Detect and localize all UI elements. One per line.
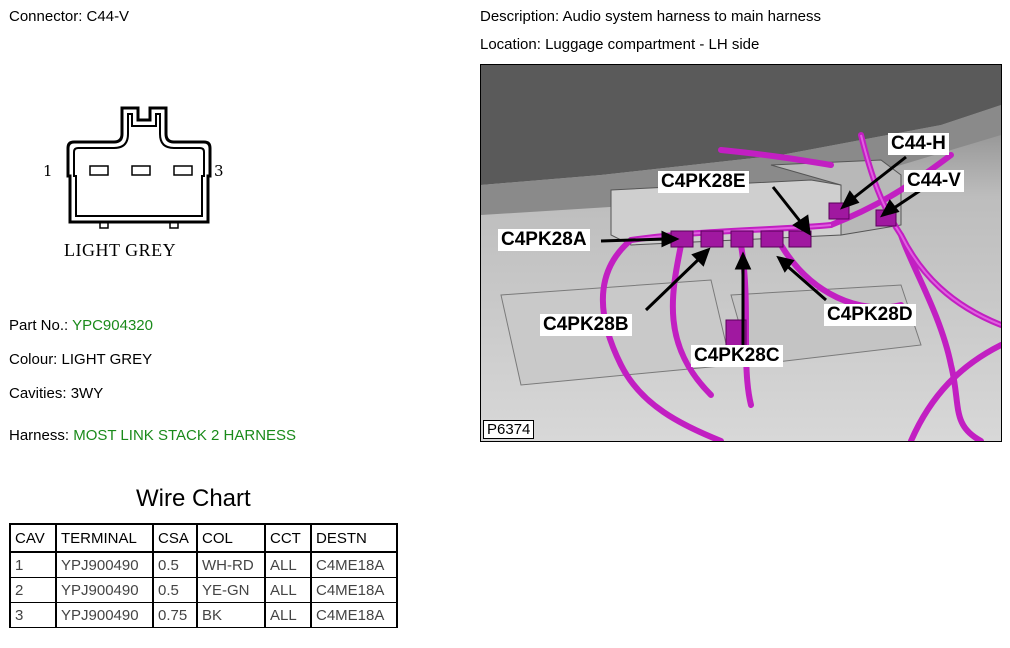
header-csa: CSA — [152, 523, 198, 553]
location-illustration — [481, 65, 1001, 441]
figure-id: P6374 — [483, 420, 535, 439]
location-value: Luggage compartment - LH side — [545, 36, 760, 53]
cell-cav: 1 — [9, 551, 57, 578]
description-line: Description: Audio system harness to mai… — [480, 8, 821, 25]
cell-destn: C4ME18A — [310, 551, 398, 578]
table-row: 2 YPJ900490 0.5 YE-GN ALL C4ME18A — [9, 577, 398, 603]
connector-line: Connector: C44-V — [9, 8, 129, 25]
cell-col: BK — [196, 602, 266, 628]
table-row: 1 YPJ900490 0.5 WH-RD ALL C4ME18A — [9, 551, 398, 578]
header-cav: CAV — [9, 523, 57, 553]
cell-csa: 0.5 — [152, 551, 198, 578]
cell-terminal: YPJ900490 — [55, 551, 154, 578]
cell-terminal: YPJ900490 — [55, 577, 154, 603]
callout-c44-v: C44-V — [904, 170, 964, 192]
cell-cct: ALL — [264, 602, 312, 628]
table-row: 3 YPJ900490 0.75 BK ALL C4ME18A — [9, 602, 398, 628]
callout-c4pk28a: C4PK28A — [498, 229, 590, 251]
header-col: COL — [196, 523, 266, 553]
connector-value: C44-V — [86, 8, 130, 25]
cell-cav: 2 — [9, 577, 57, 603]
cell-destn: C4ME18A — [310, 602, 398, 628]
location-photo: C44-H C44-V C4PK28E C4PK28A C4PK28B C4PK… — [480, 64, 1002, 442]
colour-line: Colour: LIGHT GREY — [9, 351, 152, 368]
pin-3-label: 3 — [214, 162, 224, 180]
connector-face-diagram — [66, 106, 212, 229]
callout-c4pk28b: C4PK28B — [540, 314, 632, 336]
cell-destn: C4ME18A — [310, 577, 398, 603]
callout-c4pk28d: C4PK28D — [824, 304, 916, 326]
header-cct: CCT — [264, 523, 312, 553]
part-no-link[interactable]: YPC904320 — [72, 317, 153, 334]
wire-chart-table: CAV TERMINAL CSA COL CCT DESTN 1 YPJ9004… — [9, 523, 398, 628]
description-label: Description: — [480, 8, 560, 25]
wire-chart-header-row: CAV TERMINAL CSA COL CCT DESTN — [9, 523, 398, 553]
cavities-label: Cavities: — [9, 385, 67, 402]
header-terminal: TERMINAL — [55, 523, 154, 553]
cavities-value: 3WY — [70, 385, 104, 402]
colour-label: Colour: — [9, 351, 58, 368]
callout-c4pk28e: C4PK28E — [658, 171, 749, 193]
callout-c44-h: C44-H — [888, 133, 949, 155]
cell-csa: 0.75 — [152, 602, 198, 628]
connector-label: Connector: — [9, 8, 83, 25]
cell-cct: ALL — [264, 551, 312, 578]
header-destn: DESTN — [310, 523, 398, 553]
part-no-line: Part No.: YPC904320 — [9, 317, 153, 334]
pin-1-label: 1 — [43, 162, 53, 180]
cell-terminal: YPJ900490 — [55, 602, 154, 628]
diagram-colour-label: LIGHT GREY — [64, 240, 177, 260]
cavities-line: Cavities: 3WY — [9, 385, 103, 402]
colour-value: LIGHT GREY — [61, 351, 153, 368]
cell-cct: ALL — [264, 577, 312, 603]
callout-c4pk28c: C4PK28C — [691, 345, 783, 367]
location-label: Location: — [480, 36, 541, 53]
description-value: Audio system harness to main harness — [562, 8, 822, 25]
harness-link[interactable]: MOST LINK STACK 2 HARNESS — [73, 427, 297, 444]
harness-line: Harness: MOST LINK STACK 2 HARNESS — [9, 427, 296, 444]
location-line: Location: Luggage compartment - LH side — [480, 36, 759, 53]
wire-chart-title: Wire Chart — [136, 485, 251, 512]
part-no-label: Part No.: — [9, 317, 69, 334]
cell-col: YE-GN — [196, 577, 266, 603]
harness-label: Harness: — [9, 427, 70, 444]
cell-col: WH-RD — [196, 551, 266, 578]
cell-csa: 0.5 — [152, 577, 198, 603]
cell-cav: 3 — [9, 602, 57, 628]
